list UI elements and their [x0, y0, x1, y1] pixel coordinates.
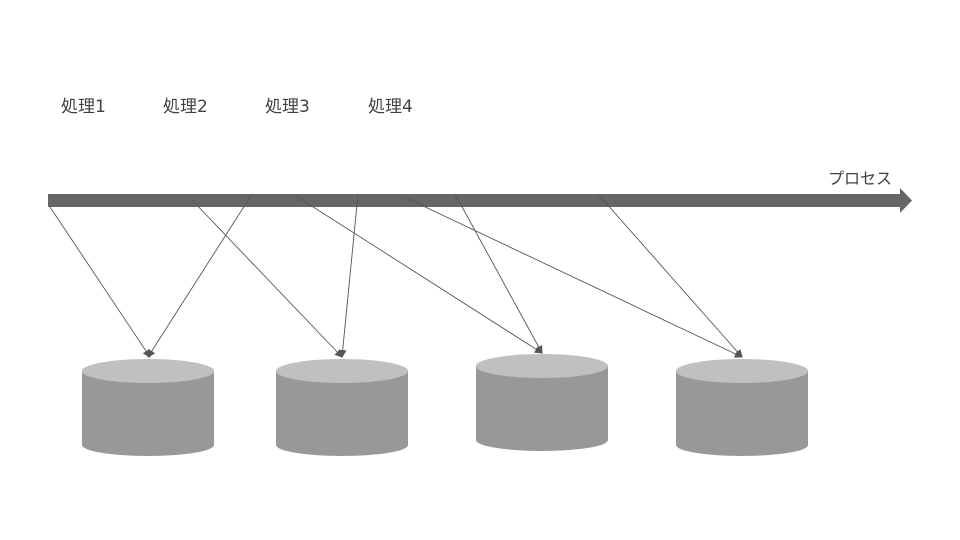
database-cylinder-3 [476, 354, 608, 451]
connector-step4-db3 [454, 193, 543, 354]
connector-step1-db1 [49, 206, 151, 358]
database-cylinder-4 [676, 359, 808, 456]
connector-step2-db2 [191, 199, 343, 358]
database-cylinder-1 [82, 359, 214, 456]
connector-step2-db1 [147, 193, 253, 358]
step-label-4: 処理4 [368, 97, 413, 117]
step-label-2: 処理2 [163, 97, 208, 117]
step-label-1: 処理1 [61, 97, 106, 117]
connector-lines [49, 193, 743, 358]
database-cylinder-2 [276, 359, 408, 456]
process-axis-arrow [48, 188, 912, 213]
connector-step5-db4 [597, 193, 743, 358]
connector-step3-db3 [295, 195, 543, 354]
connector-step4-db4 [401, 195, 743, 358]
step-label-3: 処理3 [265, 97, 310, 117]
connector-step3-db2 [338, 193, 359, 358]
process-axis-label: プロセス [828, 169, 893, 188]
